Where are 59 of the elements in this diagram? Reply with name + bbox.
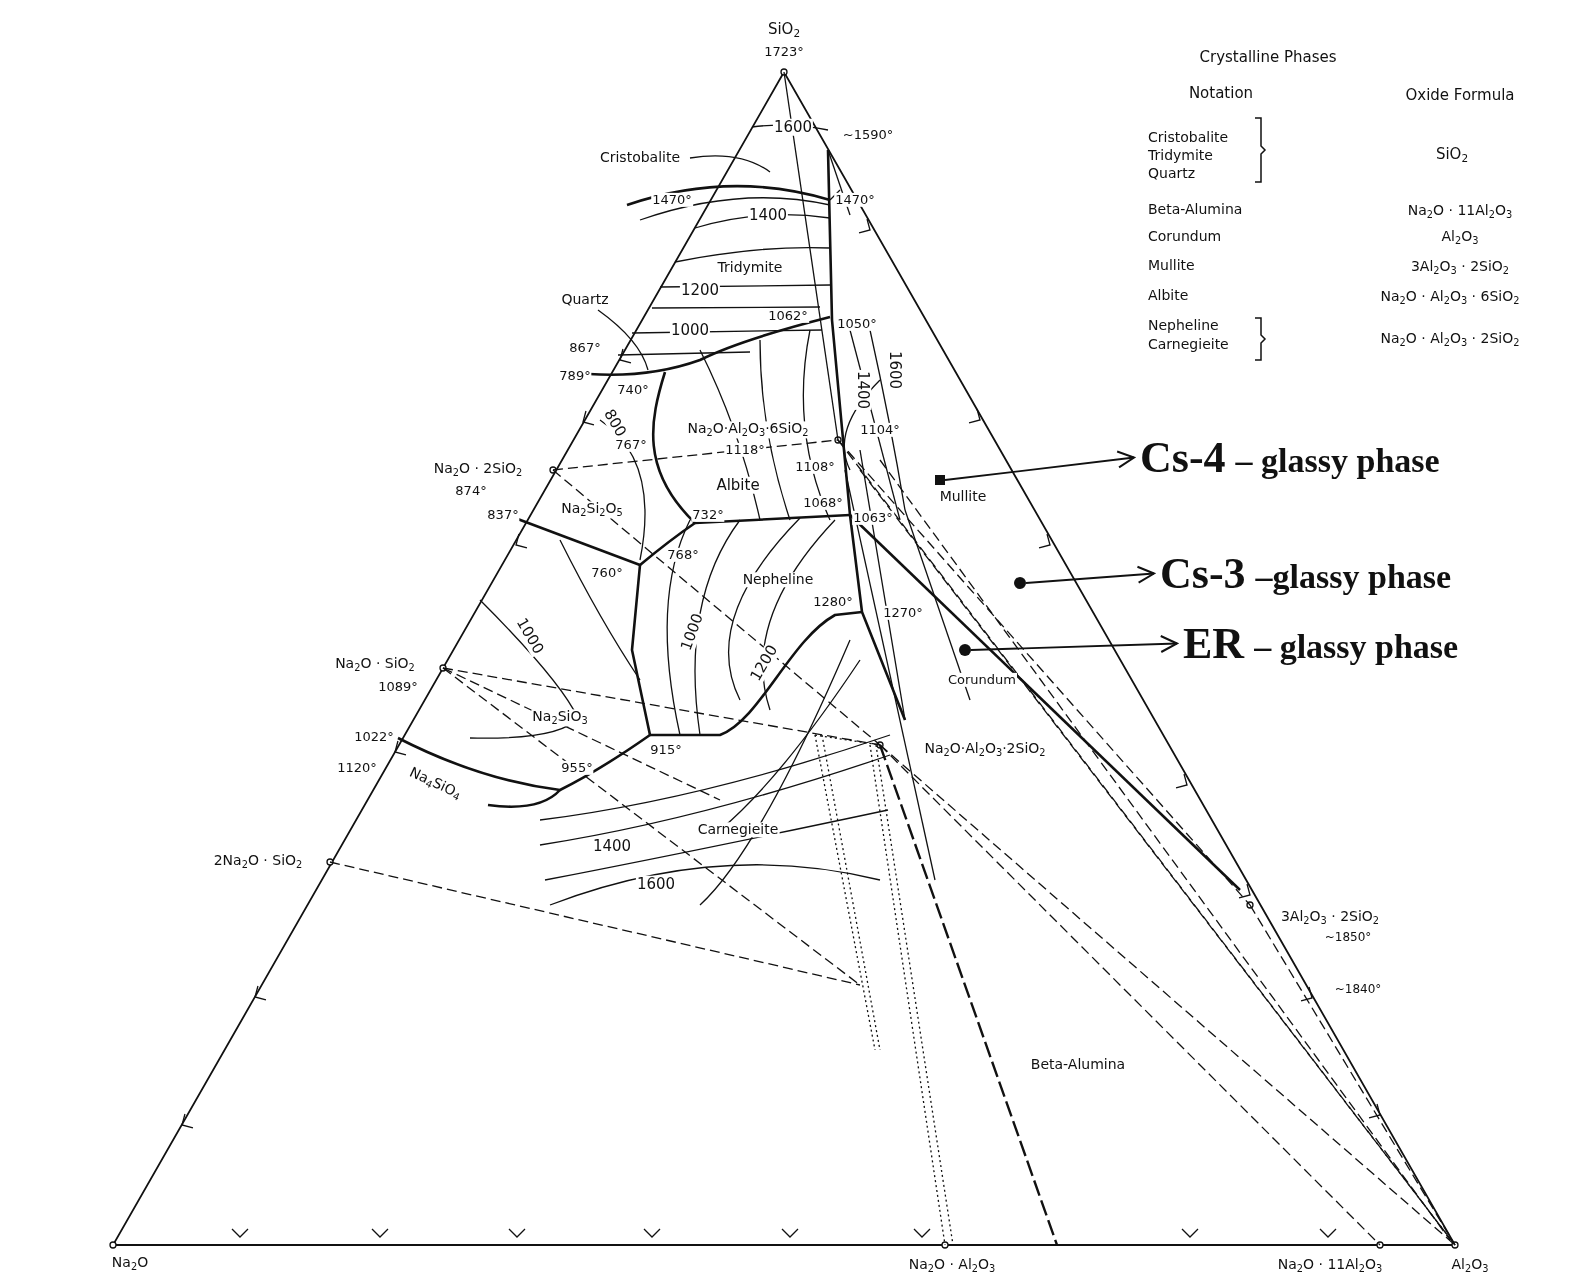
temperature-label: 1104° bbox=[859, 422, 901, 438]
table-cell: Na$_{2}$O · Al$_{2}$O$_{3}$ · 6SiO$_{2}$ bbox=[1379, 289, 1521, 307]
compound-label: Na$_{2}$O·Al$_{2}$O$_{3}$·2SiO$_{2}$ bbox=[923, 741, 1047, 759]
temperature-label: 1063° bbox=[852, 510, 894, 526]
compound-label: Na$_{2}$O · SiO$_{2}$ bbox=[334, 656, 416, 674]
compound-label: 2Na$_{2}$O · SiO$_{2}$ bbox=[212, 853, 304, 871]
table-cell: Carnegieite bbox=[1147, 337, 1230, 353]
vertex-label: Na$_{2}$O · 11Al$_{2}$O$_{3}$ bbox=[1276, 1257, 1384, 1275]
temperature-label: 1068° bbox=[802, 495, 844, 511]
compound-label: SiO$_{2}$ bbox=[766, 20, 802, 40]
square-marker bbox=[935, 475, 945, 485]
phase-note: – glassy phase bbox=[1235, 442, 1440, 480]
phase-note: –glassy phase bbox=[1255, 558, 1452, 596]
sample-name: Cs-3 bbox=[1160, 548, 1246, 599]
table-cell: Tridymite bbox=[1147, 148, 1214, 164]
dot-marker bbox=[1014, 577, 1026, 589]
compound-label: Na$_{2}$Si$_{2}$O$_{5}$ bbox=[560, 501, 624, 519]
temperature-label: 1470° bbox=[834, 192, 876, 208]
table-cell: Quartz bbox=[1147, 166, 1197, 182]
phase-label: Quartz bbox=[560, 292, 610, 308]
temperature-label: 1050° bbox=[836, 316, 878, 332]
temperature-label: 1270° bbox=[882, 605, 924, 621]
phase-note: – glassy phase bbox=[1254, 628, 1459, 666]
phase-label: Nepheline bbox=[741, 572, 815, 588]
temperature-label: 767° bbox=[614, 437, 648, 453]
compound-label: Na$_{2}$O·Al$_{2}$O$_{3}$·6SiO$_{2}$ bbox=[686, 421, 810, 439]
arrow bbox=[970, 635, 1178, 653]
table-cell: Na$_{2}$O · 11Al$_{2}$O$_{3}$ bbox=[1406, 203, 1514, 221]
temperature-label: 732° bbox=[691, 507, 725, 523]
temperature-label: 1118° bbox=[724, 442, 766, 458]
table-cell: 3Al$_{2}$O$_{3}$ · 2SiO$_{2}$ bbox=[1409, 259, 1511, 277]
phase-label: Tridymite bbox=[716, 260, 784, 276]
temperature-label: 837° bbox=[486, 507, 520, 523]
temperature-label: 955° bbox=[560, 760, 594, 776]
arrow bbox=[1025, 565, 1155, 584]
temperature-label: 1108° bbox=[794, 459, 836, 475]
dot-marker bbox=[959, 644, 971, 656]
phase-label: Carnegieite bbox=[696, 822, 780, 838]
phase-label: Albite bbox=[715, 476, 761, 494]
table-title: Crystalline Phases bbox=[1198, 48, 1338, 66]
vertex-label: Al$_{2}$O$_{3}$ bbox=[1450, 1257, 1490, 1275]
temperature-label: 768° bbox=[666, 547, 700, 563]
temperature-label: 1470° bbox=[651, 192, 693, 208]
table-cell: SiO$_{2}$ bbox=[1434, 145, 1470, 165]
vertex-label: Na$_{2}$O · Al$_{2}$O$_{3}$ bbox=[907, 1257, 997, 1275]
sample-name: Cs-4 bbox=[1140, 432, 1226, 483]
table-cell: Nepheline bbox=[1147, 318, 1220, 334]
isotherm-label: 1600 bbox=[772, 118, 814, 136]
table-cell: Al$_{2}$O$_{3}$ bbox=[1440, 229, 1480, 247]
table-cell: Na$_{2}$O · Al$_{2}$O$_{3}$ · 2SiO$_{2}$ bbox=[1379, 331, 1521, 349]
compound-label: Na$_{2}$O · 2SiO$_{2}$ bbox=[432, 461, 524, 479]
temperature-label: 1062° bbox=[767, 308, 809, 324]
compound-label: Na$_{2}$SiO$_{3}$ bbox=[531, 709, 589, 727]
sample-name: ER bbox=[1183, 618, 1245, 669]
phase-label: Corundum bbox=[947, 672, 1017, 688]
compound-label: 3Al$_{2}$O$_{3}$ · 2SiO$_{2}$ bbox=[1279, 909, 1381, 927]
arrow bbox=[944, 450, 1135, 481]
isotherm-label: 1400 bbox=[854, 369, 872, 411]
vertex-label: Na$_{2}$O bbox=[110, 1255, 150, 1273]
